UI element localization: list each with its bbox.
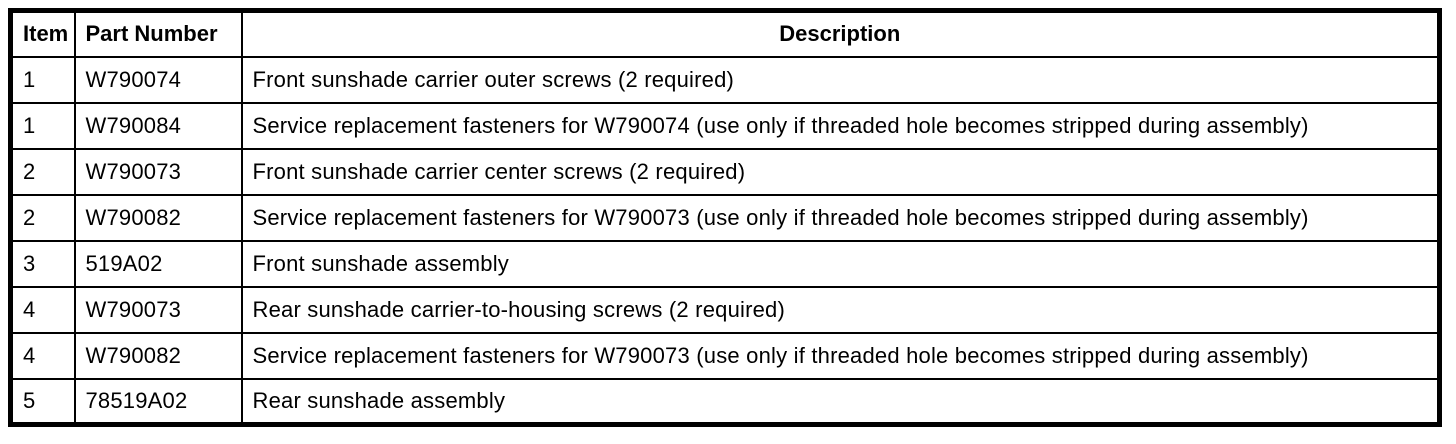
table-row: 5 78519A02 Rear sunshade assembly: [9, 377, 1441, 426]
part-number-cell: W790084: [73, 101, 243, 150]
table-row: 2 W790073 Front sunshade carrier center …: [9, 147, 1441, 196]
part-number-cell: W790074: [73, 55, 243, 104]
item-cell: 4: [9, 285, 76, 334]
description-cell: Service replacement fasteners for W79007…: [240, 193, 1441, 242]
header-row: Item Part Number Description: [9, 9, 1441, 58]
description-cell: Service replacement fasteners for W79007…: [240, 101, 1441, 150]
item-cell: 3: [9, 239, 76, 288]
column-header-description: Description: [240, 9, 1441, 58]
part-number-cell: W790073: [73, 285, 243, 334]
table-row: 4 W790073 Rear sunshade carrier-to-housi…: [9, 285, 1441, 334]
description-cell: Front sunshade assembly: [240, 239, 1441, 288]
part-number-cell: 519A02: [73, 239, 243, 288]
table-row: 2 W790082 Service replacement fasteners …: [9, 193, 1441, 242]
description-cell: Service replacement fasteners for W79007…: [240, 331, 1441, 380]
item-cell: 2: [9, 193, 76, 242]
table-row: 1 W790084 Service replacement fasteners …: [9, 101, 1441, 150]
part-number-cell: W790082: [73, 331, 243, 380]
item-cell: 1: [9, 55, 76, 104]
table-row: 1 W790074 Front sunshade carrier outer s…: [9, 55, 1441, 104]
table-body: 1 W790074 Front sunshade carrier outer s…: [9, 55, 1441, 426]
table-row: 3 519A02 Front sunshade assembly: [9, 239, 1441, 288]
column-header-item: Item: [9, 9, 76, 58]
description-cell: Rear sunshade carrier-to-housing screws …: [240, 285, 1441, 334]
item-cell: 2: [9, 147, 76, 196]
part-number-cell: W790073: [73, 147, 243, 196]
parts-table: Item Part Number Description 1 W790074 F…: [8, 8, 1442, 427]
item-cell: 1: [9, 101, 76, 150]
table-row: 4 W790082 Service replacement fasteners …: [9, 331, 1441, 380]
column-header-part-number: Part Number: [73, 9, 243, 58]
part-number-cell: 78519A02: [73, 377, 243, 426]
item-cell: 5: [9, 377, 76, 426]
item-cell: 4: [9, 331, 76, 380]
part-number-cell: W790082: [73, 193, 243, 242]
description-cell: Front sunshade carrier outer screws (2 r…: [240, 55, 1441, 104]
description-cell: Front sunshade carrier center screws (2 …: [240, 147, 1441, 196]
description-cell: Rear sunshade assembly: [240, 377, 1441, 426]
